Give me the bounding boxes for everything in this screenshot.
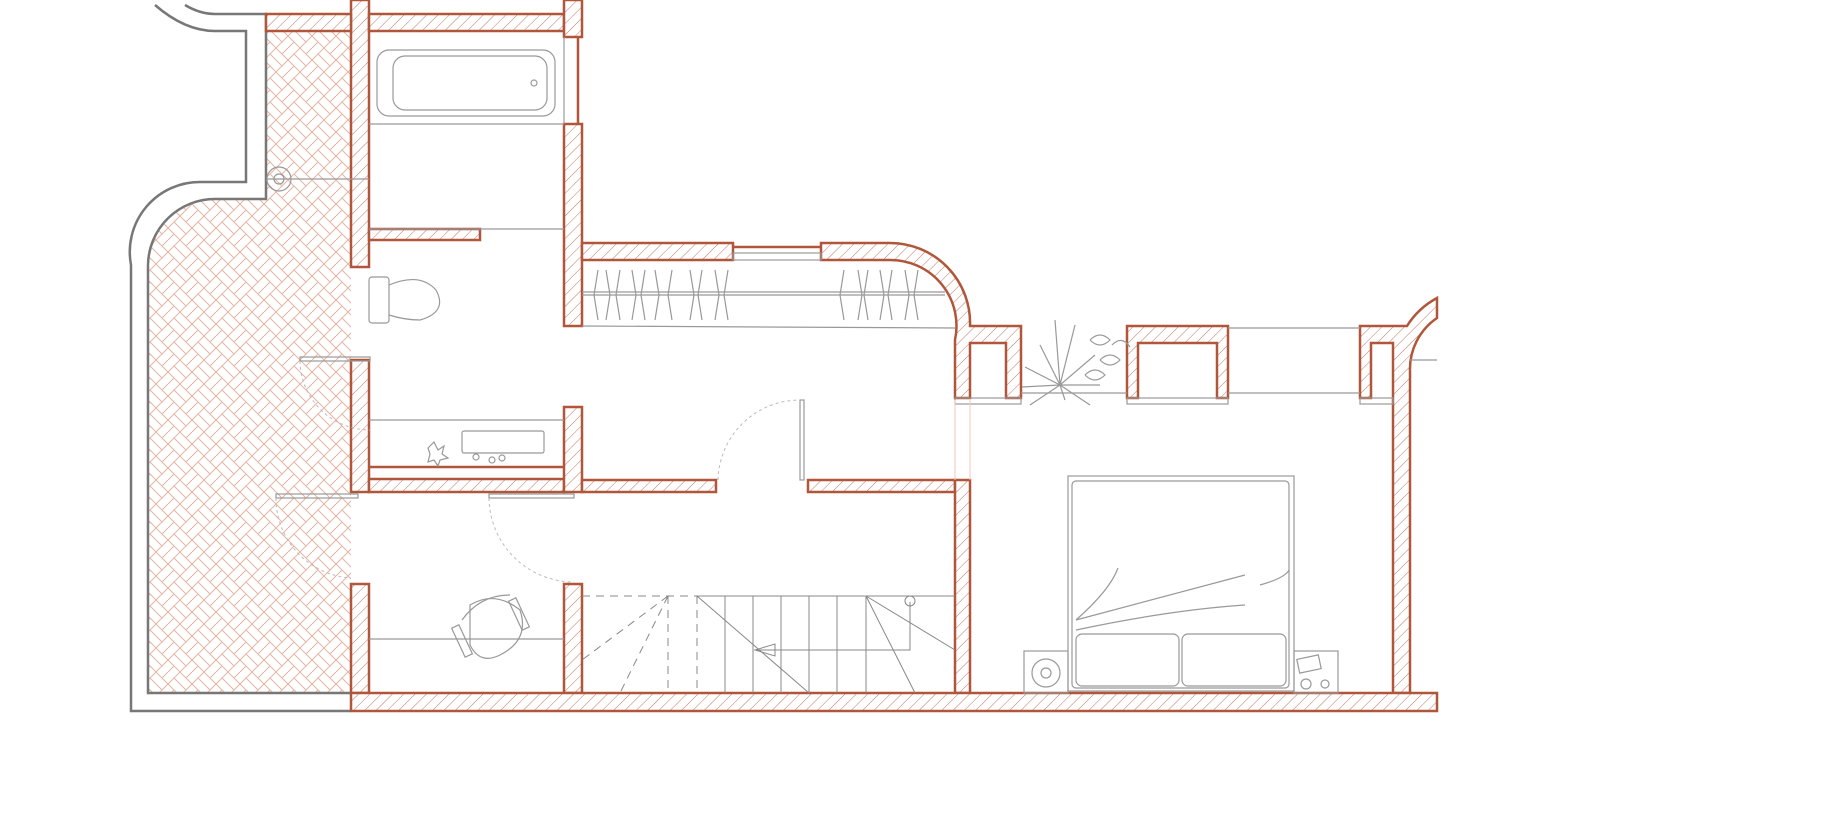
sink-counter (369, 419, 564, 468)
desk-chair (369, 594, 564, 659)
terrace-outline-outer (128, 4, 351, 713)
wardrobe (581, 269, 956, 329)
windows (732, 252, 1437, 405)
doors (275, 356, 805, 583)
shower (266, 166, 564, 230)
staircase (581, 595, 956, 694)
nightstand-right (1293, 650, 1339, 694)
terrace-floor (148, 31, 351, 693)
bathtub (369, 37, 565, 125)
nightstand-left (1023, 650, 1069, 694)
toilet (368, 276, 441, 324)
double-bed (1067, 475, 1295, 692)
terrace-outline-inner (146, 3, 351, 695)
walls (264, 0, 1439, 713)
plant (1021, 319, 1131, 406)
